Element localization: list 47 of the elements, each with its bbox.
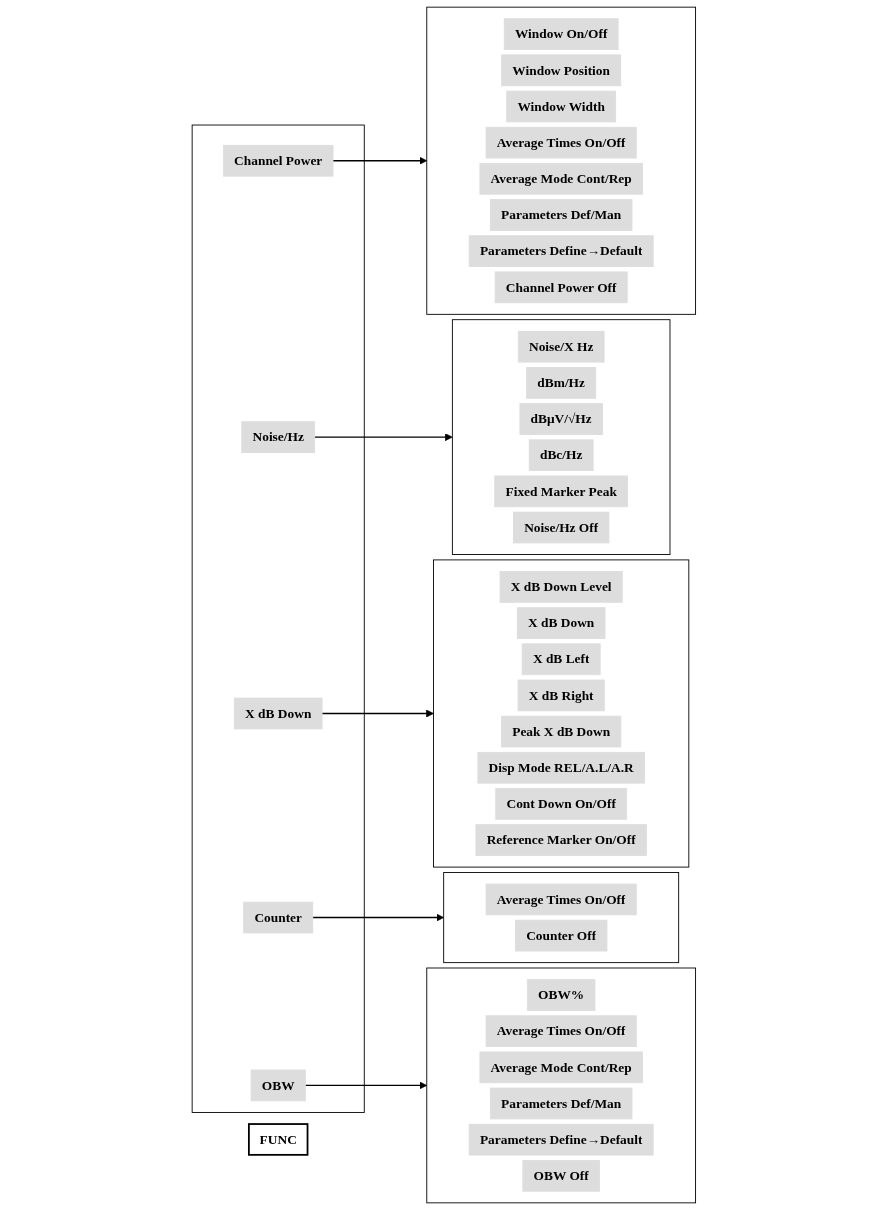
node-box: Channel Power: [223, 144, 334, 177]
node-box: X dB Down: [517, 607, 606, 639]
node-box: Reference Marker On/Off: [475, 824, 647, 856]
node-box: Noise/X Hz: [517, 330, 605, 363]
node-box: OBW%: [527, 979, 596, 1011]
arrow: [321, 709, 435, 718]
cluster: [191, 124, 365, 1113]
node-box: Average Times On/Off: [485, 126, 637, 159]
node-box: Peak X dB Down: [501, 715, 622, 748]
node-box: Channel Power Off: [494, 271, 628, 304]
node-box: X dB Down Level: [499, 571, 623, 603]
node-box: X dB Down: [234, 697, 323, 730]
cluster: [452, 319, 671, 555]
arrow: [314, 433, 453, 442]
node-box: Parameters Define→Default: [468, 1123, 654, 1156]
node-box: Fixed Marker Peak: [494, 475, 629, 508]
node-box: OBW Off: [522, 1160, 601, 1192]
arrow: [332, 156, 428, 165]
node-box: X dB Left: [521, 643, 601, 676]
node-box: Window Width: [506, 90, 617, 123]
node-box: Average Mode Cont/Rep: [479, 1051, 644, 1084]
node-box: Average Mode Cont/Rep: [479, 162, 644, 195]
node-box: Window Position: [501, 54, 622, 87]
cluster: [426, 6, 697, 315]
node-box: dBc/Hz: [528, 439, 594, 472]
node-box: dBm/Hz: [526, 367, 597, 399]
node-box: dBμV/√Hz: [519, 403, 604, 435]
node-box: Average Times On/Off: [485, 883, 637, 916]
node-box: Parameters Def/Man: [490, 1087, 633, 1120]
node-box: Average Times On/Off: [485, 1015, 637, 1048]
node-box: Cont Down On/Off: [495, 788, 628, 820]
node-box: FUNC: [248, 1123, 309, 1156]
cluster: [426, 967, 697, 1204]
node-box: Window On/Off: [503, 18, 619, 50]
cluster: [433, 559, 690, 868]
node-box: Parameters Def/Man: [490, 199, 633, 231]
node-box: Disp Mode REL/A.L/A.R: [477, 751, 646, 784]
arrow: [304, 1081, 428, 1090]
node-box: Counter Off: [515, 919, 608, 952]
arrow: [312, 913, 445, 922]
node-box: Noise/Hz: [241, 421, 316, 453]
node-box: Counter: [243, 901, 314, 934]
cluster: [443, 872, 680, 964]
node-box: X dB Right: [517, 679, 605, 712]
node-box: OBW: [250, 1069, 306, 1102]
node-box: Noise/Hz Off: [513, 511, 610, 544]
node-box: Parameters Define→Default: [468, 235, 654, 267]
